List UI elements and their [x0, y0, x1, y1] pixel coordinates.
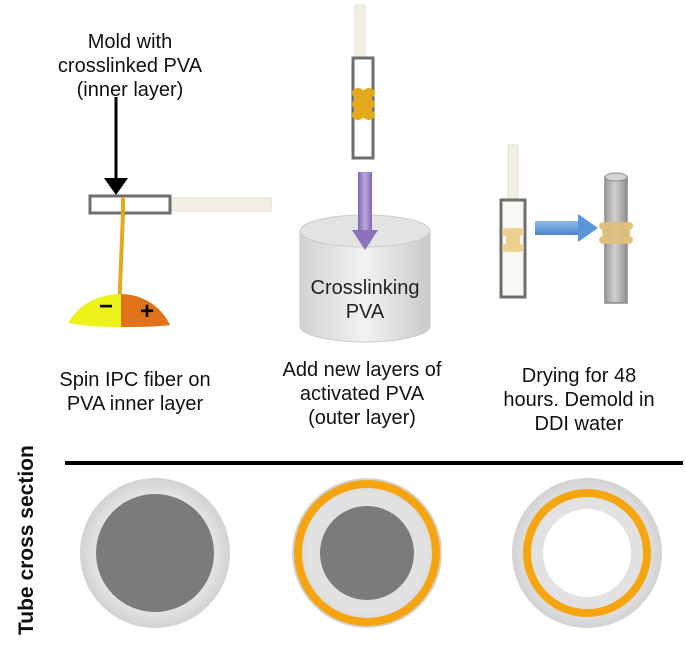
mold-core [320, 506, 414, 600]
mold-frame [88, 194, 172, 215]
step2-caption-line: Add new layers of [282, 359, 442, 381]
step3-caption-line: hours. Demold in [503, 389, 655, 411]
cylinder-label-line: PVA [345, 301, 385, 323]
cross-section-3 [512, 478, 662, 628]
step3-faded-coil [502, 228, 524, 252]
step3-figure [499, 144, 633, 304]
down-arrow-head [104, 178, 128, 195]
mold-core [96, 494, 214, 612]
step2-caption: Add new layers of activated PVA (outer l… [262, 358, 462, 430]
mold-title: Mold with crosslinked PVA (inner layer) [40, 30, 220, 102]
cylinder-label: Crosslinking PVA [300, 276, 430, 324]
mold-rod [170, 197, 272, 212]
cross-section-label: Tube cross section [15, 445, 38, 635]
step2-figure [299, 4, 431, 343]
step3-caption: Drying for 48 hours. Demold in DDI water [484, 364, 674, 436]
step2-caption-line: (outer layer) [308, 407, 416, 429]
vertical-rod-top [354, 4, 366, 59]
demolded-tube-on-rod [599, 172, 633, 304]
step3-caption-line: DDI water [534, 413, 624, 435]
hollow-lumen [543, 509, 631, 597]
negative-polyelectrolyte-drop [68, 294, 121, 327]
fiber-ring [523, 489, 651, 617]
step1-caption-line: Spin IPC fiber on [59, 369, 211, 391]
fiber-coil [352, 88, 375, 120]
minus-sign: − [99, 293, 114, 320]
mold-title-line: Mold with [87, 31, 173, 53]
cross-section-1 [80, 478, 230, 628]
mold-title-line: (inner layer) [76, 79, 184, 101]
step2-caption-line: activated PVA [299, 383, 425, 405]
step3-caption-line: Drying for 48 [521, 365, 637, 387]
positive-polyelectrolyte-drop [121, 294, 170, 327]
step3-rod-top [507, 144, 519, 201]
step1-caption-line: PVA inner layer [66, 393, 204, 415]
fiber-ring [294, 480, 440, 626]
mold-title-line: crosslinked PVA [57, 55, 203, 77]
crosslinking-pva-cylinder [299, 214, 431, 343]
step1-caption: Spin IPC fiber on PVA inner layer [30, 368, 240, 416]
step1-mold-figure [68, 97, 272, 327]
cross-section-2 [292, 478, 442, 628]
cylinder-label-line: Crosslinking [310, 277, 420, 299]
plus-sign: + [140, 298, 155, 325]
blue-right-arrow [535, 214, 598, 242]
purple-down-arrow [352, 172, 378, 250]
